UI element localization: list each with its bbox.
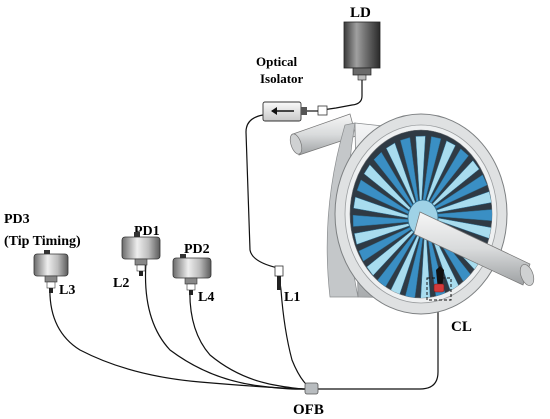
clearance-probe [426,266,452,301]
photodetector-icon [33,250,69,293]
fiber-l3 [49,284,307,390]
l4-label: L4 [198,290,214,305]
l2-label: L2 [113,276,129,291]
l1-connector: L1 [274,265,300,305]
fiber-bundle-icon [304,382,319,395]
photodetector-icon [172,254,212,295]
ofb-label: OFB [293,402,324,418]
shaft-front [413,211,535,286]
fiber-network [49,80,439,390]
fiber-l1 [245,114,311,389]
fiber-l4 [189,284,307,390]
fiber-bundle-connector [304,382,319,395]
pd3-label-line2: (Tip Timing) [4,234,81,249]
ld-label: LD [350,5,371,21]
fiber-ld-to-isolator [321,80,363,111]
detector-pd2: PD2 L4 [172,242,214,305]
rotor-assembly [289,113,535,315]
pd1-label: PD1 [134,224,160,239]
detector-pd1: PD1 L2 [113,224,161,291]
connector-icon [274,265,284,277]
pd3-label-line1: PD3 [4,212,30,227]
photodetector-icon [121,232,161,276]
cl-label: CL [451,319,472,335]
isolator-label-line2: Isolator [260,71,304,86]
l1-label: L1 [284,290,300,305]
fiber-l2 [144,261,307,390]
probe-tip-icon [433,283,445,293]
laser-diode: LD [343,5,381,81]
optical-isolator-icon [262,101,328,122]
detector-pd3: PD3 (Tip Timing) L3 [4,212,81,298]
rotor-disk-icon [352,135,492,298]
isolator-label-line1: Optical [256,54,298,69]
optical-isolator: Optical Isolator [256,54,328,122]
fiber-cl [318,300,439,390]
laser-diode-icon [343,21,381,81]
l3-label: L3 [59,283,75,298]
pd2-label: PD2 [184,242,210,257]
